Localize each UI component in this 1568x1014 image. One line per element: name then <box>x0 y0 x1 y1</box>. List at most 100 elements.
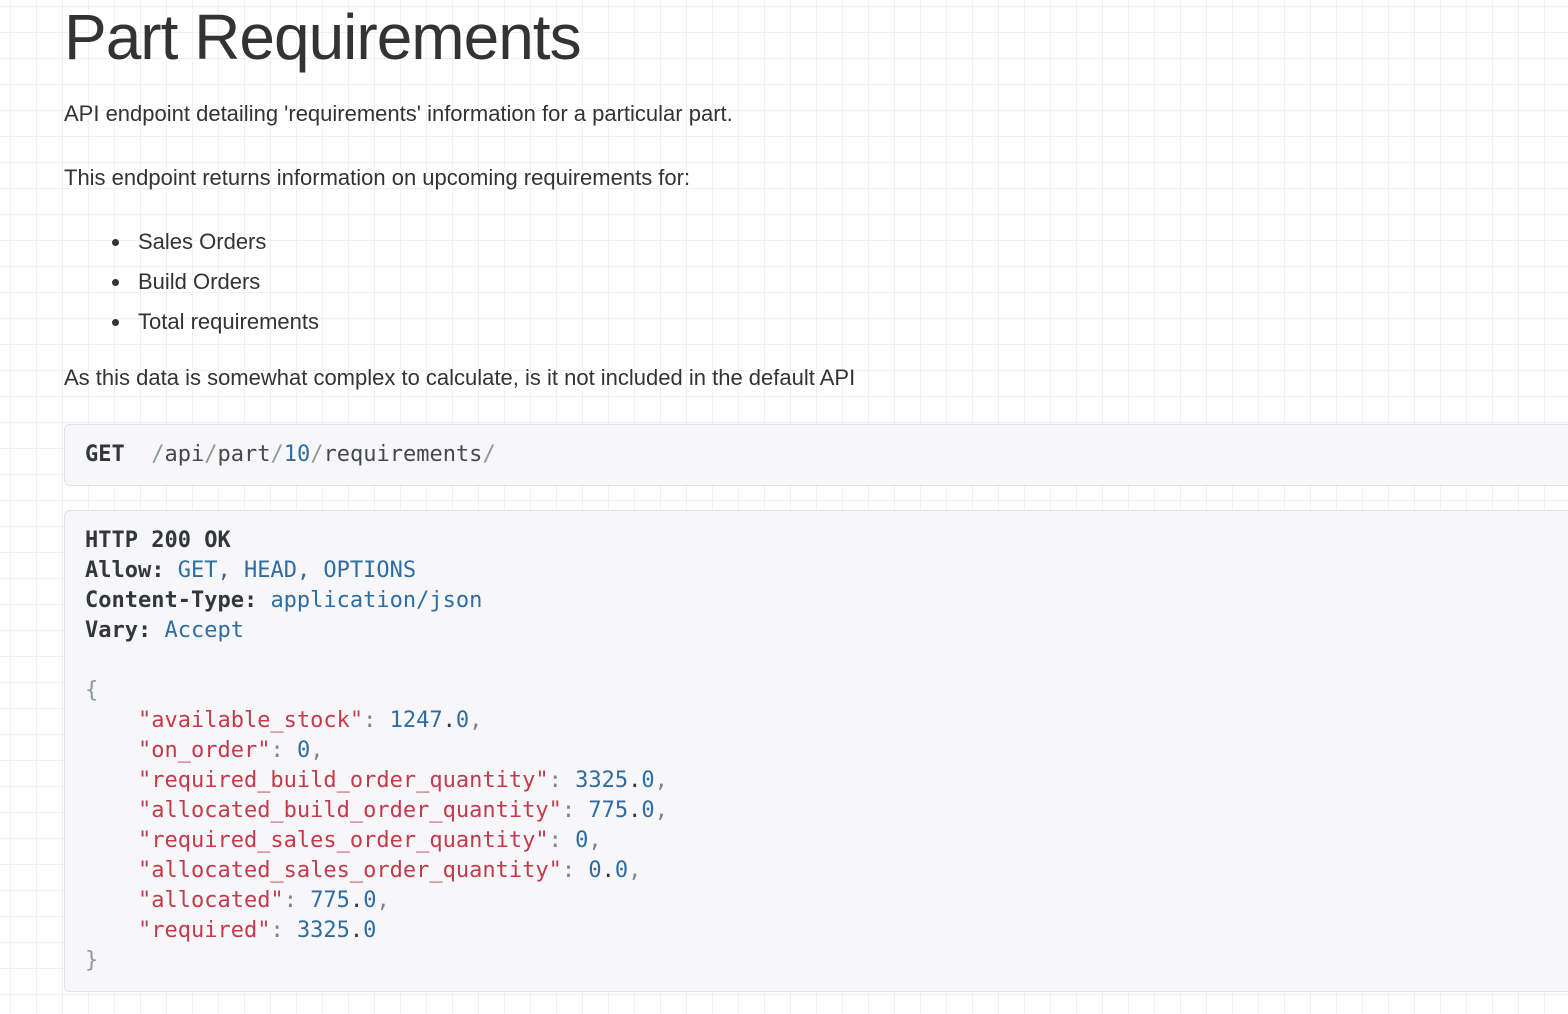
code-token-pc: : <box>548 828 562 853</box>
code-token-pc: , <box>376 888 390 913</box>
code-token-sp <box>85 798 138 823</box>
code-token-pc: , <box>469 708 483 733</box>
code-token-n: 0 <box>641 768 655 793</box>
code-line: "required_build_order_quantity": 3325.0, <box>85 766 1561 796</box>
code-token-sp <box>575 798 588 823</box>
code-line: "allocated_sales_order_quantity": 0.0, <box>85 856 1561 886</box>
code-line: "allocated_build_order_quantity": 775.0, <box>85 796 1561 826</box>
code-token-pc: : <box>270 738 284 763</box>
code-token-n: 775 <box>310 888 350 913</box>
code-token-n: 1247 <box>389 708 443 733</box>
code-token-n: 0 <box>575 828 589 853</box>
code-token-pc: : <box>270 918 284 943</box>
code-token-sp <box>85 858 138 883</box>
code-token-sp <box>562 828 575 853</box>
code-line <box>85 646 1561 676</box>
code-token-sp <box>85 738 138 763</box>
code-token-sp <box>376 708 389 733</box>
code-token-n: 3325 <box>575 768 629 793</box>
code-token-v: Accept <box>164 618 244 643</box>
requirement-types-list: Sales Orders Build Orders Total requirem… <box>64 222 1568 342</box>
code-token-p: / <box>482 442 496 467</box>
code-token-n: 0 <box>455 708 470 733</box>
code-token-t: api <box>164 442 205 467</box>
code-token-n: 3325 <box>296 918 350 943</box>
code-line: "required_sales_order_quantity": 0, <box>85 826 1561 856</box>
code-token-t: part <box>217 442 271 467</box>
code-token-h: Content-Type: <box>85 588 258 613</box>
code-token-sp <box>85 888 138 913</box>
code-token-key: "required_sales_order_quantity" <box>137 828 549 853</box>
code-token-dot: . <box>442 708 456 733</box>
code-token-pc: , <box>654 768 668 793</box>
list-lead-paragraph: This endpoint returns information on upc… <box>64 165 691 190</box>
code-line: "on_order": 0, <box>85 736 1561 766</box>
code-token-n: 775 <box>588 798 629 823</box>
request-endpoint-code-block: GET /api/part/10/requirements/ <box>64 424 1568 486</box>
code-token-p: / <box>270 442 284 467</box>
code-token-sp <box>85 768 138 793</box>
code-token-pc: : <box>363 708 377 733</box>
code-token-sp <box>85 648 98 673</box>
list-item-build-orders: Build Orders <box>132 262 1568 302</box>
code-line: "allocated": 775.0, <box>85 886 1561 916</box>
list-item-total-requirements: Total requirements <box>132 302 1568 342</box>
code-line: Allow: GET, HEAD, OPTIONS <box>85 556 1561 586</box>
code-line: HTTP 200 OK <box>85 526 1561 556</box>
code-token-sp <box>164 558 177 583</box>
code-token-dot: . <box>349 888 364 913</box>
intro-paragraph: API endpoint detailing 'requirements' in… <box>64 101 733 126</box>
code-token-sp <box>85 708 138 733</box>
code-token-pc: , <box>310 738 324 763</box>
code-token-sp <box>85 828 138 853</box>
code-token-key: "required_build_order_quantity" <box>137 768 549 793</box>
code-line: GET /api/part/10/requirements/ <box>85 440 1561 470</box>
code-token-key: "allocated" <box>137 888 284 913</box>
code-token-key: "on_order" <box>137 738 271 763</box>
code-token-key: "allocated_build_order_quantity" <box>137 798 562 823</box>
code-token-sp <box>284 918 297 943</box>
code-token-key: "available_stock" <box>137 708 364 733</box>
code-line: Content-Type: application/json <box>85 586 1561 616</box>
code-line: Vary: Accept <box>85 616 1561 646</box>
code-token-pc: , <box>654 798 668 823</box>
code-token-dot: . <box>601 858 615 883</box>
code-token-n: 0 <box>641 798 655 823</box>
code-token-pc: , <box>628 858 642 883</box>
code-token-n: 0 <box>614 858 629 883</box>
code-token-sp <box>562 768 575 793</box>
code-token-key: "allocated_sales_order_quantity" <box>137 858 562 883</box>
code-token-key: "required" <box>137 918 271 943</box>
code-line: "available_stock": 1247.0, <box>85 706 1561 736</box>
code-token-pc: : <box>561 858 576 883</box>
code-line: } <box>85 946 1561 976</box>
code-token-p: / <box>310 442 324 467</box>
code-token-sp <box>85 918 138 943</box>
code-token-dot: . <box>628 798 642 823</box>
code-token-sp <box>284 738 297 763</box>
code-token-p: { <box>85 678 99 703</box>
note-paragraph: As this data is somewhat complex to calc… <box>64 365 856 390</box>
list-item-sales-orders: Sales Orders <box>132 222 1568 262</box>
code-token-p: / <box>204 442 218 467</box>
code-token-sp <box>125 442 152 467</box>
code-token-sp <box>297 888 310 913</box>
code-token-pc: : <box>548 768 562 793</box>
code-token-n: 0 <box>363 888 377 913</box>
code-token-sp <box>151 618 164 643</box>
code-token-n: 0 <box>296 738 311 763</box>
code-token-h: Allow: <box>85 558 165 583</box>
code-token-sp <box>257 588 270 613</box>
code-token-n: 10 <box>283 442 311 467</box>
code-line: "required": 3325.0 <box>85 916 1561 946</box>
code-token-k: GET <box>85 442 125 467</box>
code-token-v: GET, HEAD, OPTIONS <box>177 558 417 583</box>
page-title: Part Requirements <box>64 1 582 73</box>
code-token-p: / <box>151 442 165 467</box>
code-token-pc: : <box>561 798 576 823</box>
code-token-h: HTTP 200 OK <box>85 528 231 553</box>
code-token-n: 0 <box>588 858 602 883</box>
code-token-t: requirements <box>323 442 483 467</box>
